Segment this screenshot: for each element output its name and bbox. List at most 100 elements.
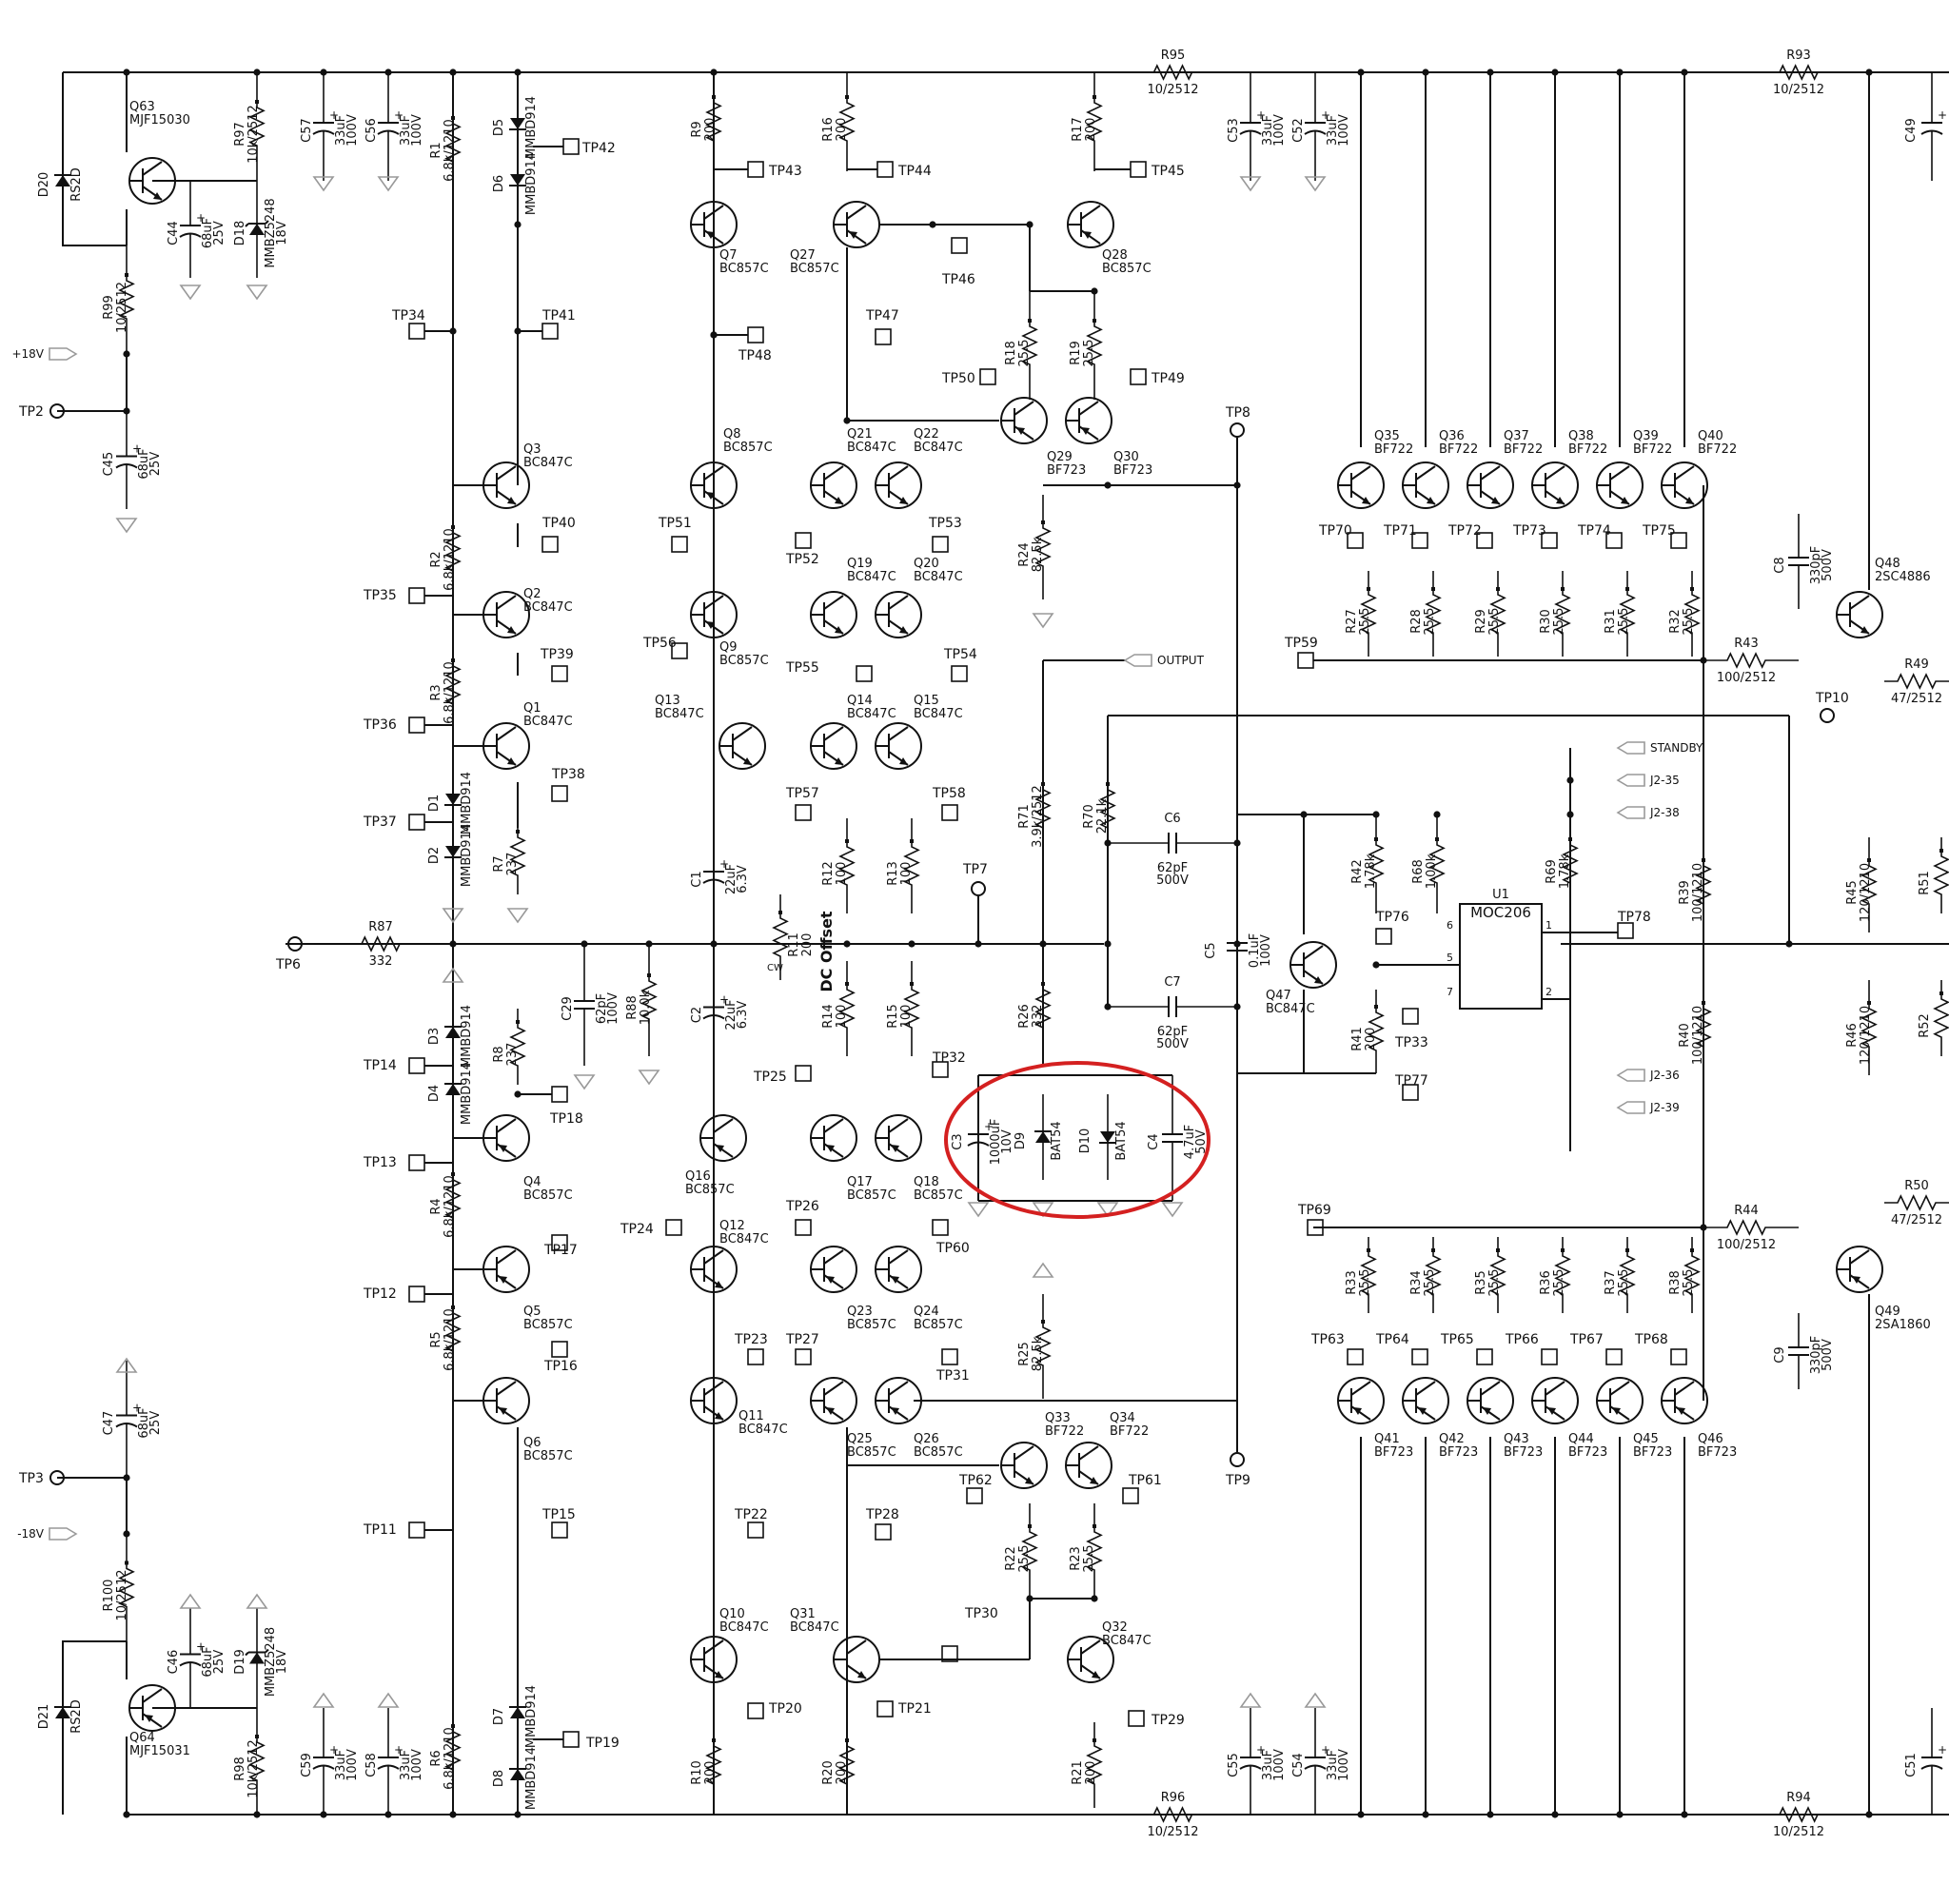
testpoint-tp11[interactable] (408, 1521, 425, 1539)
testpoint-tp7[interactable] (971, 881, 986, 896)
testpoint-tp22[interactable] (747, 1521, 764, 1539)
testpoint-tp61[interactable] (1122, 1487, 1139, 1504)
testpoint-tp67[interactable] (1605, 1348, 1623, 1365)
testpoint-tp40[interactable] (541, 536, 559, 553)
junction-dot (449, 940, 457, 948)
testpoint-tp56[interactable] (671, 642, 688, 659)
testpoint-tp16[interactable] (551, 1341, 568, 1358)
resistor-r94 (1742, 1806, 1856, 1823)
testpoint-tp36[interactable] (408, 716, 425, 734)
testpoint-tp76[interactable] (1375, 928, 1392, 945)
testpoint-tp74[interactable] (1605, 532, 1623, 549)
testpoint-tp6[interactable] (287, 936, 303, 952)
testpoint-tp20[interactable] (747, 1702, 764, 1719)
testpoint-tp12[interactable] (408, 1286, 425, 1303)
testpoint-tp25[interactable] (795, 1065, 812, 1082)
testpoint-tp55[interactable] (856, 665, 873, 682)
testpoint-tp42[interactable] (562, 138, 580, 155)
testpoint-tp63[interactable] (1347, 1348, 1364, 1365)
transistor-label-q15: Q15 (914, 694, 939, 708)
testpoint-tp17[interactable] (551, 1234, 568, 1251)
transistor-part-q23: BC857C (847, 1318, 896, 1332)
testpoint-tp51[interactable] (671, 536, 688, 553)
testpoint-tp62[interactable] (966, 1487, 983, 1504)
testpoint-tp69[interactable] (1307, 1219, 1324, 1236)
testpoint-tp39[interactable] (551, 665, 568, 682)
testpoint-tp9[interactable] (1230, 1452, 1245, 1467)
testpoint-tp68[interactable] (1670, 1348, 1687, 1365)
testpoint-tp31[interactable] (941, 1348, 958, 1365)
testpoint-tp47[interactable] (875, 328, 892, 345)
testpoint-tp41[interactable] (541, 323, 559, 340)
testpoint-tp8[interactable] (1230, 422, 1245, 438)
resistor-value-r1: 6.8k/1210 (443, 119, 457, 182)
testpoint-tp59[interactable] (1297, 652, 1314, 669)
testpoint-tp43[interactable] (747, 161, 764, 178)
testpoint-tp73[interactable] (1541, 532, 1558, 549)
testpoint-label-tp15: TP15 (541, 1507, 576, 1522)
testpoint-tp18[interactable] (551, 1086, 568, 1103)
testpoint-tp23[interactable] (747, 1348, 764, 1365)
ground-symbol (573, 1074, 596, 1090)
testpoint-tp30[interactable] (941, 1645, 958, 1662)
transistor-label-q44: Q44 (1568, 1432, 1594, 1446)
testpoint-tp46[interactable] (951, 237, 968, 254)
testpoint-tp45[interactable] (1130, 161, 1147, 178)
testpoint-tp60[interactable] (932, 1219, 949, 1236)
testpoint-tp19[interactable] (562, 1731, 580, 1748)
testpoint-tp2[interactable] (49, 403, 65, 419)
testpoint-tp64[interactable] (1411, 1348, 1428, 1365)
transistor-label-q46: Q46 (1698, 1432, 1723, 1446)
resistor-r12 (838, 818, 856, 913)
ground-symbol (442, 908, 464, 924)
testpoint-tp78[interactable] (1617, 922, 1634, 939)
testpoint-tp32[interactable] (932, 1061, 949, 1078)
testpoint-tp48[interactable] (747, 326, 764, 344)
testpoint-tp58[interactable] (941, 804, 958, 821)
testpoint-label-tp43: TP43 (768, 164, 802, 179)
testpoint-tp49[interactable] (1130, 368, 1147, 385)
testpoint-tp33[interactable] (1402, 1008, 1419, 1025)
junction-dot (449, 1811, 457, 1818)
testpoint-tp35[interactable] (408, 587, 425, 604)
testpoint-tp26[interactable] (795, 1219, 812, 1236)
testpoint-tp37[interactable] (408, 814, 425, 831)
testpoint-tp72[interactable] (1476, 532, 1493, 549)
testpoint-tp21[interactable] (876, 1700, 894, 1718)
transistor-part-q45: BF723 (1633, 1445, 1672, 1460)
testpoint-tp14[interactable] (408, 1057, 425, 1074)
testpoint-tp65[interactable] (1476, 1348, 1493, 1365)
testpoint-tp66[interactable] (1541, 1348, 1558, 1365)
transistor-q29 (1000, 397, 1048, 444)
resistor-value-r29: 25.5 (1487, 608, 1502, 636)
testpoint-tp24[interactable] (665, 1219, 682, 1236)
testpoint-tp57[interactable] (795, 804, 812, 821)
diode-part-d18: MMBZ5248 (264, 198, 278, 267)
testpoint-tp75[interactable] (1670, 532, 1687, 549)
resistor-value-r44: 100/2512 (1717, 1238, 1776, 1252)
testpoint-tp77[interactable] (1402, 1084, 1419, 1101)
testpoint-tp70[interactable] (1347, 532, 1364, 549)
testpoint-tp44[interactable] (876, 161, 894, 178)
testpoint-tp54[interactable] (951, 665, 968, 682)
testpoint-tp27[interactable] (795, 1348, 812, 1365)
capacitor-label-c9: C9 (1773, 1346, 1787, 1363)
ground-symbol (1032, 1262, 1054, 1278)
capacitor-voltage-c3: 10V (1000, 1129, 1014, 1154)
testpoint-tp10[interactable] (1820, 708, 1835, 723)
testpoint-tp13[interactable] (408, 1154, 425, 1171)
capacitor-label-c44: C44 (167, 221, 181, 245)
testpoint-tp34[interactable] (408, 323, 425, 340)
testpoint-tp3[interactable] (49, 1470, 65, 1485)
testpoint-tp52[interactable] (795, 532, 812, 549)
testpoint-tp50[interactable] (979, 368, 996, 385)
testpoint-tp53[interactable] (932, 536, 949, 553)
testpoint-tp29[interactable] (1128, 1710, 1145, 1727)
testpoint-tp38[interactable] (551, 785, 568, 802)
testpoint-label-tp55: TP55 (785, 660, 819, 676)
testpoint-label-tp46: TP46 (941, 272, 975, 287)
testpoint-tp28[interactable] (875, 1523, 892, 1541)
testpoint-tp15[interactable] (551, 1521, 568, 1539)
testpoint-tp71[interactable] (1411, 532, 1428, 549)
capacitor-value-c9: 330pF (1809, 1336, 1823, 1375)
